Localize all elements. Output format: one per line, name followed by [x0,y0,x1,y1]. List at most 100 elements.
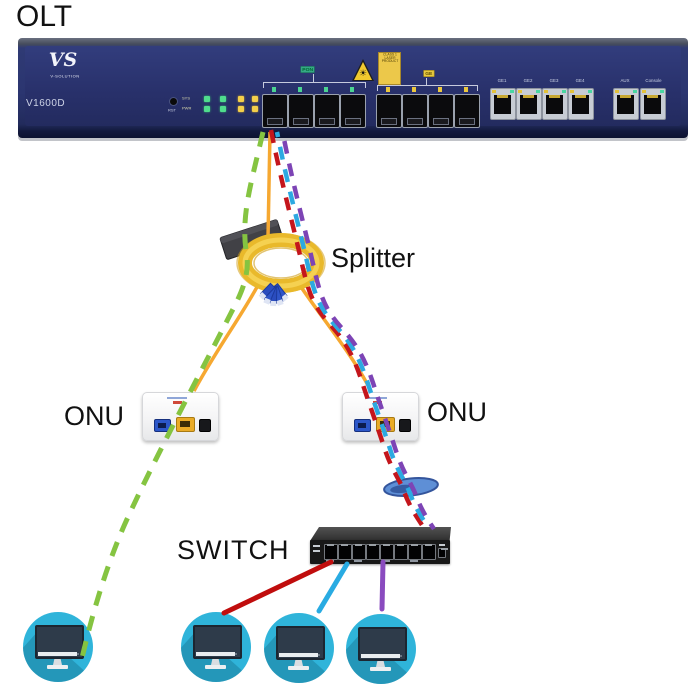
switch-port-1 [324,544,338,560]
monitor-base [47,665,68,669]
port-label-print [382,560,390,562]
splitter-label: Splitter [331,243,416,273]
olt-device: VS V-SOLUTION V1600D RST SYS PWR PON ☀ C… [18,38,688,138]
monitor-base [288,666,309,670]
ge-sfp-port-4 [454,94,480,128]
switch-power-jack [438,548,448,558]
switch-port-7 [408,544,422,560]
splitter-module-box [219,219,284,260]
led-column [252,96,259,116]
switch-label: SWITCH [177,535,290,565]
aux-port [613,88,639,120]
onu-fiber-port [354,419,371,432]
onu-lan-port [376,417,395,432]
cable-purple-dashed [280,133,436,531]
cable-red-dashed [268,129,424,527]
switch-marking [439,544,445,546]
switch-marking [313,545,320,547]
pwr-led-label: PWR [182,106,192,111]
ge-rj45-port-3 [542,88,568,120]
ge-group-badge: GE [423,70,435,77]
pon-group-bracket [263,82,366,88]
laser-hazard-mark: ☀ [359,68,368,78]
onu-logo-mark [373,401,382,404]
monitor-screen [358,627,407,661]
switch-port-6 [394,544,408,560]
monitor-neck [294,660,303,666]
pc-monitor-4 [346,614,416,684]
port-label-print [326,560,334,562]
monitor-screen [35,625,84,659]
vendor-brand-text: V-SOLUTION [50,74,80,79]
reset-label: RST [168,108,176,113]
fiber-to-right-onu [295,280,373,392]
drop-cable-purple [379,559,386,612]
ge-rj45-port-1 [490,88,516,120]
ge-sfp-port-3 [428,94,454,128]
switch-top-face [310,527,451,541]
switch-port-8 [422,544,436,560]
onu-right-device [342,392,419,441]
ge-group-bracket [377,85,478,91]
cable-grommet [383,477,439,497]
port-label-print [354,560,362,562]
monitor-neck [376,661,385,667]
switch-device [310,540,450,564]
sys-led-label: SYS [182,96,191,101]
onu-top-marking [367,397,387,399]
port-indicator [438,87,442,92]
pc-monitor-1 [23,612,93,682]
port-label: Console [645,78,662,83]
dashed-bundle [268,129,436,531]
bracket-stub [426,78,427,86]
port-label: GE2 [523,78,533,83]
cable-cyan-dashed [274,131,430,529]
fiber-feed-orange [266,131,272,239]
laser-warning-triangle-icon [352,59,374,81]
olt-label: OLT [16,0,73,33]
led-column [238,96,245,116]
pon-sfp-port-3 [314,94,340,128]
port-indicator [298,87,302,92]
olt-model-text: V1600D [26,98,66,109]
bracket-stub [313,74,314,83]
ge-rj45-port-4 [568,88,594,120]
onu-power-jack [199,419,211,432]
port-indicator [350,87,354,92]
onu-power-jack [399,419,411,432]
ge-rj45-port-2 [516,88,542,120]
pon-sfp-port-2 [288,94,314,128]
monitor-base [370,667,391,671]
onu-logo-mark [173,401,182,404]
onu-top-marking [167,397,187,399]
led-column [220,96,227,116]
pc-monitor-2 [181,612,251,682]
pc-monitor-3 [264,613,334,683]
onu-left-device [142,392,219,441]
monitor-neck [53,659,62,665]
console-port [640,88,666,120]
port-indicator [324,87,328,92]
reset-button [170,98,177,105]
onu-lan-port [176,417,195,432]
onu-left-label: ONU [64,401,124,431]
port-label: AUX [620,78,630,83]
laser-class-label: CLASS 1 LASER PRODUCT [378,52,401,85]
port-label-print [410,560,418,562]
switch-port-3 [352,544,366,560]
monitor-screen [276,626,325,660]
switch-port-5 [380,544,394,560]
pon-group-badge: PON [300,66,315,73]
led-column [204,96,211,116]
ge-sfp-port-2 [402,94,428,128]
fiber-to-left-onu [192,286,259,392]
ge-sfp-port-1 [376,94,402,128]
port-label: GE4 [575,78,585,83]
switch-marking [313,550,320,552]
vendor-logo-icon: VS [48,49,78,71]
monitor-base [205,665,226,669]
port-indicator [386,87,390,92]
switch-port-4 [366,544,380,560]
pon-sfp-port-4 [340,94,366,128]
